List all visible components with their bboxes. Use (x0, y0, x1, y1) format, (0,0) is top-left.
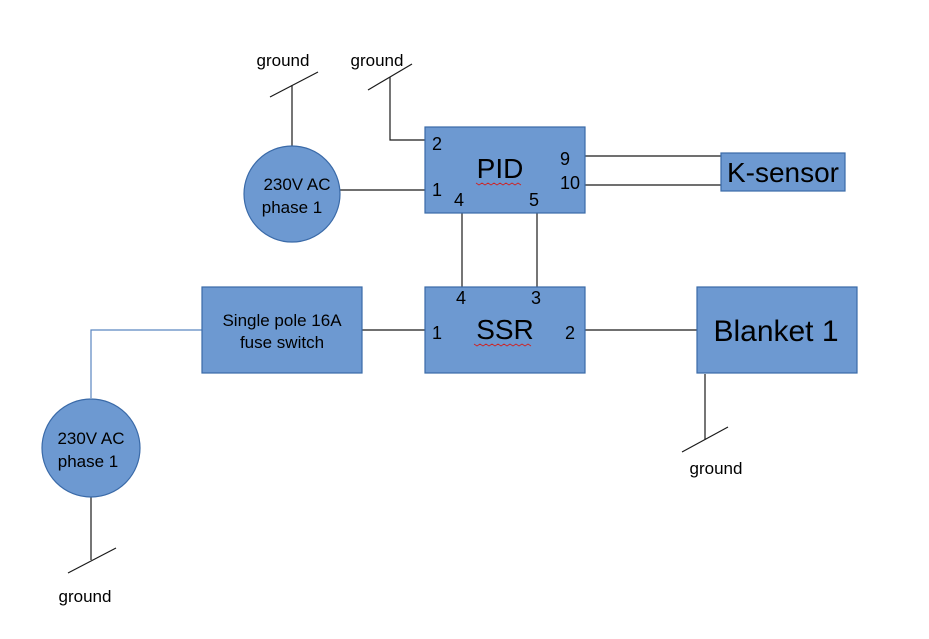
pid-pin-9: 9 (560, 149, 570, 169)
wire-ground-pid-pin2 (389, 77, 425, 141)
blanket-heater (696, 286, 858, 374)
pid-label: PID (477, 153, 524, 184)
pid-pin-4: 4 (454, 190, 464, 210)
ac-source-bottom (41, 398, 141, 498)
ac-top-line1: 230V AC (263, 175, 330, 194)
pid-pin-2: 2 (432, 134, 442, 154)
k-sensor-label: K-sensor (727, 157, 839, 188)
ground-symbol-top-left (269, 71, 319, 98)
ac-bottom-line2: phase 1 (58, 452, 119, 471)
wire-ac-bottom-fuse (90, 329, 202, 398)
ssr-pin-4: 4 (456, 288, 466, 308)
ground-label-blanket: ground (690, 459, 743, 478)
ac-top-line2: phase 1 (262, 198, 323, 217)
fuse-switch (201, 286, 363, 374)
ground-label-bottom: ground (59, 587, 112, 606)
ground-symbol-bottom (67, 547, 117, 574)
ac-bottom-line1: 230V AC (57, 429, 124, 448)
pid-pin-10: 10 (560, 173, 580, 193)
ac-source-top (243, 145, 341, 243)
pid-pin-1: 1 (432, 180, 442, 200)
ssr-pin-3: 3 (531, 288, 541, 308)
pid-controller (424, 126, 586, 214)
pid-pin-5: 5 (529, 190, 539, 210)
pid-spellcheck-underline (475, 182, 522, 186)
ground-symbol-blanket (681, 426, 729, 453)
ssr-pin-1: 1 (432, 323, 442, 343)
ssr-pin-2: 2 (565, 323, 575, 343)
blanket-label: Blanket 1 (713, 315, 838, 348)
ssr-relay (424, 286, 586, 374)
fuse-switch-line1: Single pole 16A (222, 311, 342, 330)
ground-label-top-left: ground (257, 51, 310, 70)
ground-label-top-right: ground (351, 51, 404, 70)
fuse-switch-line2: fuse switch (240, 333, 324, 352)
ssr-spellcheck-underline (473, 343, 532, 347)
k-sensor (720, 152, 846, 192)
ssr-label: SSR (476, 314, 534, 345)
